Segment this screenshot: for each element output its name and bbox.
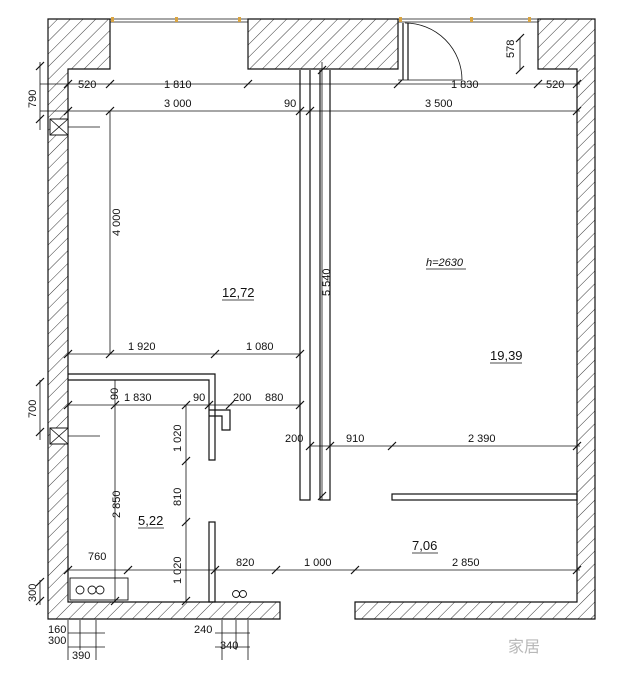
partition-hall <box>391 493 578 501</box>
dim-90-small: 90 <box>193 392 205 404</box>
wall-top-left <box>68 19 110 69</box>
dim-2850-vertical: 2 850 <box>111 490 123 518</box>
dim-1830-bath: 1 830 <box>124 392 152 404</box>
dim-5540: 5 540 <box>321 268 333 296</box>
wall-top-middle <box>248 19 398 69</box>
bathroom-wall-top <box>68 373 216 461</box>
wall-bottom-left <box>68 602 280 619</box>
valve-icon <box>95 585 105 595</box>
dim-1000: 1 000 <box>304 557 332 569</box>
partition-vertical <box>299 70 311 501</box>
dim-200-right: 200 <box>285 433 303 445</box>
dim-700: 700 <box>27 400 39 418</box>
dim-90-top: 90 <box>284 98 296 110</box>
window-left <box>110 17 248 23</box>
watermark: 家居 <box>508 638 540 656</box>
dim-3500: 3 500 <box>425 98 453 110</box>
dim-90-bath: 90 <box>109 388 121 400</box>
pipe-icon <box>239 590 247 598</box>
dimension-labels: 520 1 810 1 830 520 578 790 3 000 90 3 5… <box>27 40 564 662</box>
dim-578: 578 <box>505 40 517 58</box>
bathroom-wall-lower <box>208 521 216 603</box>
dim-2850-horizontal: 2 850 <box>452 557 480 569</box>
wall-bottom-right <box>355 602 577 619</box>
dim-820: 820 <box>236 557 254 569</box>
wall-right <box>577 19 595 619</box>
wall-left <box>48 19 68 619</box>
area-room-right: 19,39 <box>490 348 523 363</box>
dim-1020-top: 1 020 <box>172 424 184 452</box>
dim-910: 910 <box>346 433 364 445</box>
dim-240: 240 <box>194 624 212 636</box>
dim-300-left: 300 <box>27 584 39 602</box>
area-room-left: 12,72 <box>222 285 255 300</box>
dim-790: 790 <box>27 90 39 108</box>
balcony-door <box>398 17 538 81</box>
dim-200: 200 <box>233 392 251 404</box>
dim-810: 810 <box>172 488 184 506</box>
dim-520-right: 520 <box>546 79 564 91</box>
dim-1830-top: 1 830 <box>451 79 479 91</box>
valve-icon <box>87 585 97 595</box>
dim-3000: 3 000 <box>164 98 192 110</box>
vent-shafts <box>49 118 100 445</box>
dim-390: 390 <box>72 650 90 662</box>
shower-tray <box>69 577 129 601</box>
drain-icon <box>75 585 85 595</box>
dimension-lines <box>35 33 582 660</box>
wall-top-right <box>538 19 577 69</box>
area-bathroom: 5,22 <box>138 513 163 528</box>
dim-1920: 1 920 <box>128 341 156 353</box>
dim-2390: 2 390 <box>468 433 496 445</box>
pipe-icon <box>232 590 240 598</box>
dim-340: 340 <box>220 640 238 652</box>
dim-880: 880 <box>265 392 283 404</box>
dim-1810: 1 810 <box>164 79 192 91</box>
dim-520-left: 520 <box>78 79 96 91</box>
dim-160: 160 <box>48 624 66 636</box>
dim-1020-bottom: 1 020 <box>172 556 184 584</box>
partition-short <box>319 70 331 501</box>
dim-760: 760 <box>88 551 106 563</box>
plumbing-fixtures <box>69 577 247 601</box>
room-areas: 12,72 h=2630 19,39 5,22 7,06 <box>138 257 523 554</box>
dim-300-bottom: 300 <box>48 635 66 647</box>
ceiling-height: h=2630 <box>426 257 464 269</box>
dim-1080: 1 080 <box>246 341 274 353</box>
exterior-walls <box>47 18 596 620</box>
dim-4000: 4 000 <box>111 208 123 236</box>
area-hall: 7,06 <box>412 538 437 553</box>
interior-walls <box>68 70 578 603</box>
